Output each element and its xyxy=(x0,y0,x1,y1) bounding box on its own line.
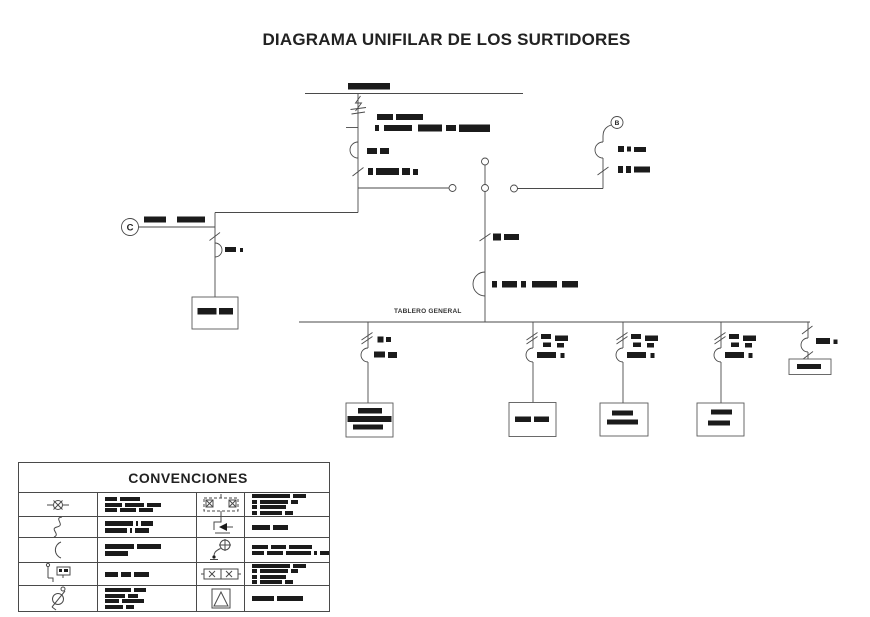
open-contact-circle-icon xyxy=(481,184,489,192)
flexible-conduit-icon xyxy=(53,517,63,537)
source-c-letter: C xyxy=(127,223,134,234)
half-circle-breaker-icon xyxy=(349,141,359,159)
legend-row xyxy=(98,563,197,586)
legend-symbol-fluorescent-fixture xyxy=(197,563,245,586)
source-markers: C B xyxy=(121,116,624,236)
legend-row xyxy=(245,586,329,611)
legend-symbol-triangle-in-box xyxy=(197,586,245,611)
legend-symbol-flexible-conduit xyxy=(19,517,98,538)
rotary-machine-icon xyxy=(50,586,66,611)
open-contact-circle-icon xyxy=(481,157,489,166)
double-slash-disconnect-icon xyxy=(352,167,364,177)
legend-symbol-breaker-arc xyxy=(19,538,98,563)
redacted-label-bars xyxy=(144,83,838,430)
legend-symbol-rotary-machine xyxy=(19,586,98,611)
legend-symbol-switch-and-panel xyxy=(19,563,98,586)
legend-row xyxy=(245,538,329,563)
legend-row xyxy=(98,586,197,611)
conventions-table: CONVENCIONES xyxy=(18,462,330,612)
load-box xyxy=(696,402,745,437)
legend-row xyxy=(245,493,329,517)
source-b-letter: B xyxy=(615,120,620,127)
source-b-circle xyxy=(610,116,624,129)
breaker-arc-icon xyxy=(54,541,62,559)
surge-arrester-icon xyxy=(354,95,363,112)
open-contact-circle-icon xyxy=(448,184,457,192)
legend-row xyxy=(245,563,329,586)
triangle-in-box-icon xyxy=(211,588,230,608)
legend-symbol-contactor xyxy=(197,517,245,538)
contactor-icon xyxy=(213,517,233,534)
switch-and-panel-icon xyxy=(45,563,71,582)
legend-symbol-pedestal-meter xyxy=(197,538,245,563)
transfer-contact-nodes xyxy=(448,157,518,193)
tablero-general-label: TABLERO GENERAL xyxy=(394,308,462,315)
legend-row xyxy=(98,493,197,517)
open-contact-circle-icon xyxy=(510,184,518,193)
fluorescent-fixture-icon xyxy=(200,568,241,580)
legend-symbol-ceiling-lamp xyxy=(19,493,98,517)
legend-row xyxy=(98,517,197,538)
load-boxes xyxy=(191,296,832,438)
page-title: DIAGRAMA UNIFILAR DE LOS SURTIDORES xyxy=(262,30,631,49)
legend-row xyxy=(245,517,329,538)
conventions-title: CONVENCIONES xyxy=(19,463,329,493)
source-c-circle xyxy=(121,218,139,236)
diagram-lines xyxy=(138,93,814,403)
legend-symbol-recessed-fixture xyxy=(197,493,245,517)
recessed-fixture-icon xyxy=(203,493,238,516)
legend-row xyxy=(98,538,197,563)
ceiling-lamp-icon xyxy=(47,499,69,510)
pedestal-meter-icon xyxy=(209,539,231,560)
